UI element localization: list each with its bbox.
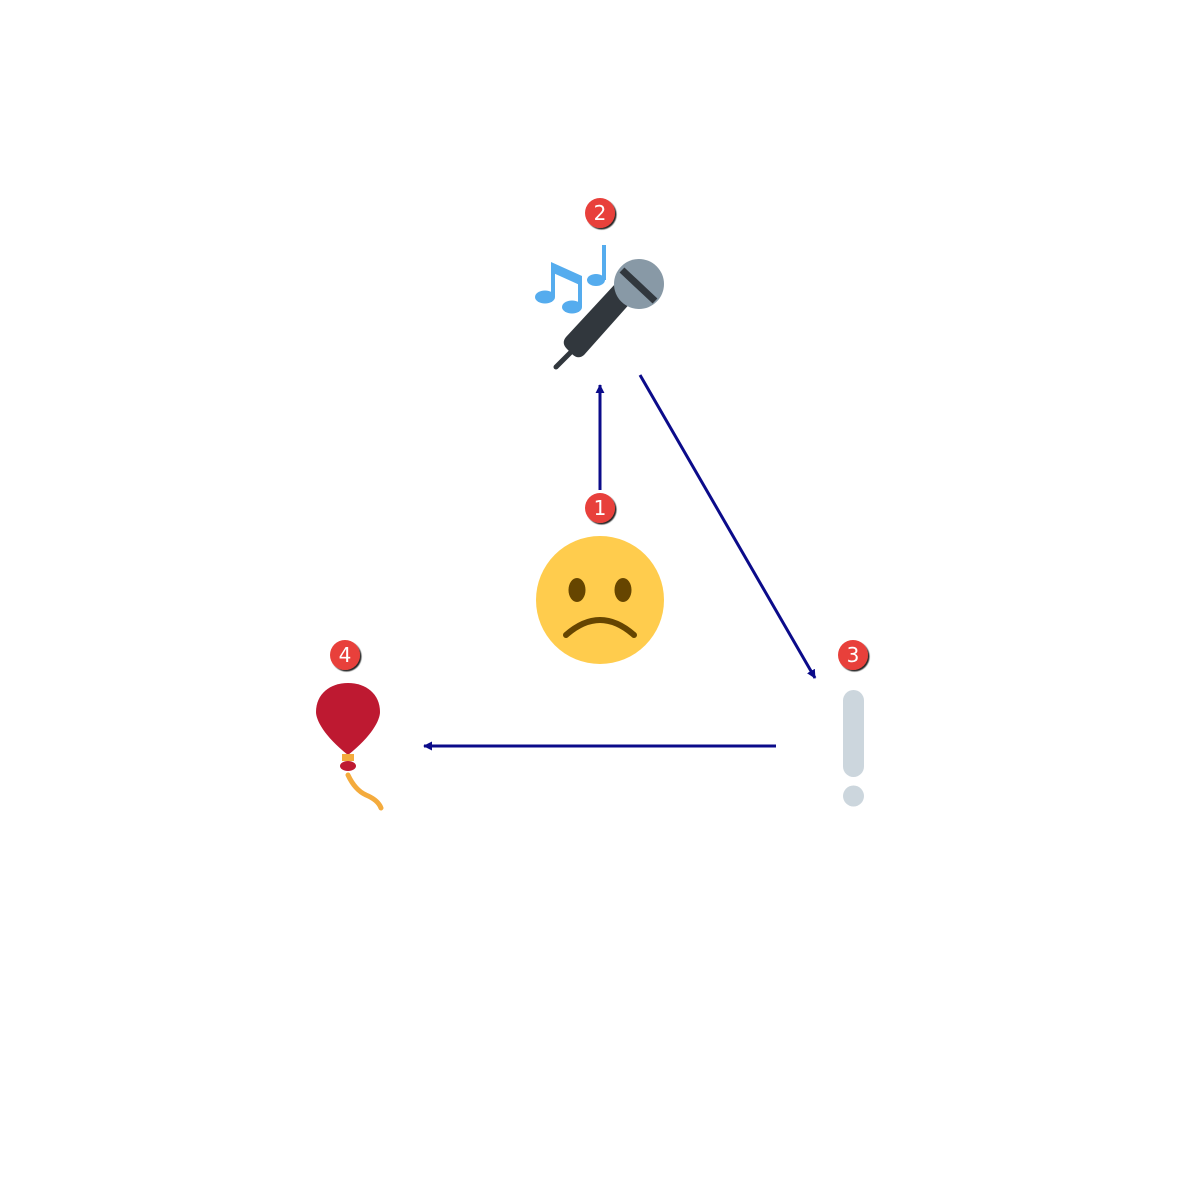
node-badge-label: 3: [847, 643, 860, 667]
node-badge: 1: [585, 493, 615, 523]
node-badge: 4: [330, 640, 360, 670]
frowning-face-icon: [536, 536, 664, 664]
node-badge: 3: [838, 640, 868, 670]
node-badge: 2: [585, 198, 615, 228]
edge-2-to-3: [638, 374, 817, 679]
node-badge-label: 2: [594, 201, 607, 225]
exclamation-mark-icon: [843, 690, 864, 807]
node-3: 3: [838, 640, 868, 807]
node-badge-label: 1: [594, 496, 607, 520]
node-1: 1: [536, 493, 664, 664]
node-4: 4: [316, 640, 384, 811]
node-badge-label: 4: [339, 643, 352, 667]
microphone-with-music-notes-icon: [535, 245, 664, 370]
red-balloon-icon: [316, 683, 384, 811]
music-notes-icon: [535, 245, 606, 314]
node-2: 2: [535, 198, 664, 370]
microphone-icon: [553, 259, 664, 370]
edges: [423, 374, 817, 751]
